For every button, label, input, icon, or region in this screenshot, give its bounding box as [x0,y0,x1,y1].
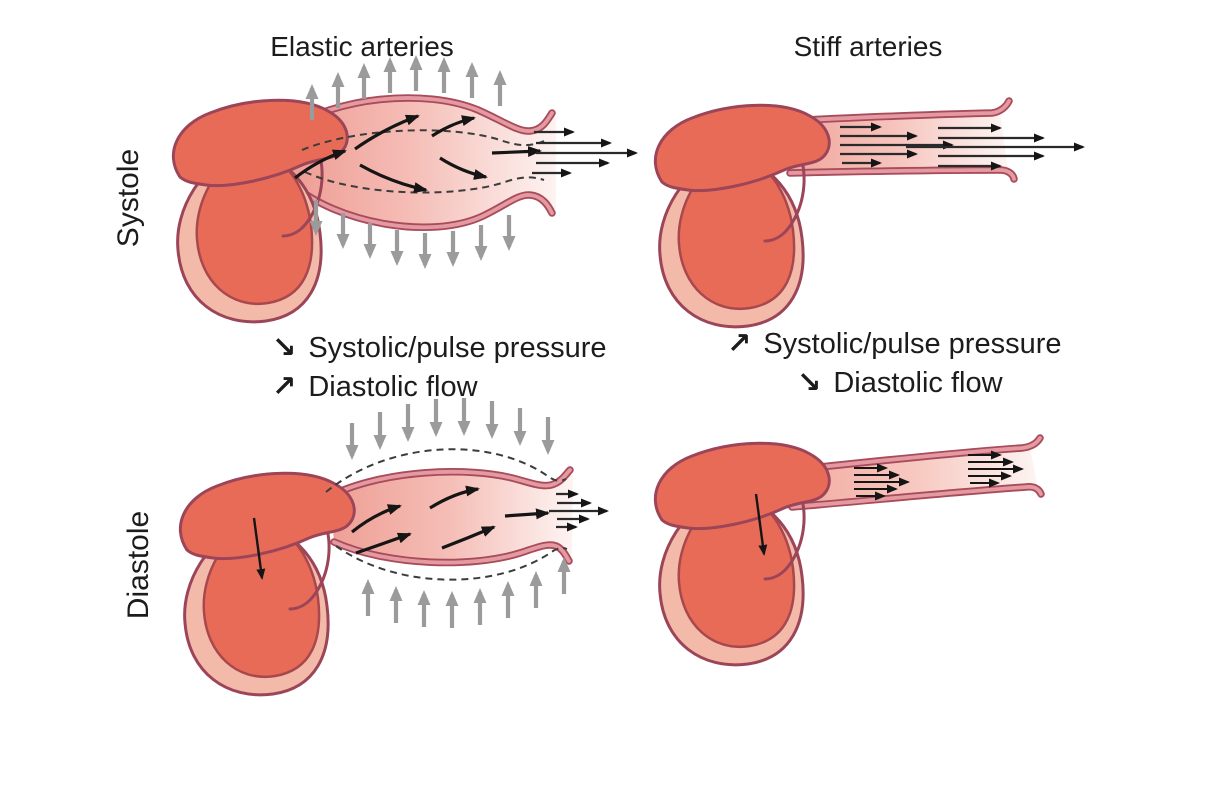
resting-caliber-dashed-line-top [301,129,545,151]
artery-lumen [288,97,556,228]
column-title-elastic: Elastic arteries [270,31,454,62]
annotation-stiff: ↗ Systolic/pulse pressure ↘ Diastolic flow [727,328,1062,399]
wall-expansion-arrows-bottom [309,200,516,269]
artery-wall-top [328,468,572,498]
annotation-elastic-systolic: ↘ Systolic/pulse pressure [272,332,607,364]
heart-illustration [178,471,356,697]
blood-flow-arrow [439,156,488,180]
artery-wall-top [286,96,554,133]
blood-flow-arrow [504,508,550,520]
blood-flow-arrow [429,485,480,510]
panel-systole-elastic [171,55,638,324]
artery-wall-bottom [788,168,1016,181]
wall-expansion-arrows-top [305,55,507,120]
panel-diastole-elastic [178,398,609,697]
outflow-velocity-arrows [549,489,609,532]
annotation-text: Diastolic flow [308,371,478,403]
artery-wall-bottom [290,182,554,230]
blood-flow-arrow [350,504,402,534]
flow-pulse-cluster-proximal [854,463,910,501]
blood-flow-arrow [491,146,542,157]
wall-recoil-arrows-bottom [361,557,571,628]
heart-illustration [653,103,831,329]
ventricular-filling-arrow [754,493,768,556]
heart-illustration [171,98,349,324]
blood-flow-arrows [350,485,550,555]
artery-wall-bottom [790,484,1043,509]
blood-flow-arrow [359,163,428,193]
annotation-text: Diastolic flow [833,367,1003,399]
down-right-arrow-glyph: ↘ [272,332,296,364]
annotation-stiff-systolic: ↗ Systolic/pulse pressure [727,328,1062,360]
blood-flow-arrows [294,114,542,193]
blood-flow-arrow [354,114,420,151]
annotation-stiff-diastolic: ↘ Diastolic flow [797,367,1004,399]
distended-caliber-dashed-line-top [325,448,567,493]
column-title-stiff: Stiff arteries [794,31,943,62]
annotation-elastic-diastolic: ↗ Diastolic flow [272,371,479,403]
up-right-arrow-glyph: ↗ [727,328,751,360]
up-right-arrow-glyph: ↗ [272,371,296,403]
blood-flow-arrow [441,525,496,550]
wall-recoil-arrows-top [345,398,555,460]
panel-diastole-stiff [653,434,1045,667]
panel-systole-stiff [653,97,1085,329]
row-label-systole: Systole [112,149,145,247]
artery-wall-bottom [332,540,571,565]
distended-caliber-dashed-line-bottom [335,545,568,581]
artery-wall-top [786,99,1011,123]
down-right-arrow-glyph: ↘ [797,367,821,399]
resting-caliber-dashed-line-bottom [304,171,545,194]
outflow-velocity-arrows [532,127,638,178]
flow-pulse-cluster-distal [968,450,1024,488]
blood-flow-arrows [840,122,954,168]
blood-flow-arrow [294,149,347,180]
annotation-elastic: ↘ Systolic/pulse pressure ↗ Diastolic flow [272,332,607,403]
heart-illustration [653,441,831,667]
row-label-diastole: Diastole [122,511,155,619]
artery-wall-top [788,436,1042,472]
annotation-text: Systolic/pulse pressure [308,332,606,364]
annotation-text: Systolic/pulse pressure [763,328,1061,360]
ventricular-filling-arrow [252,517,266,580]
blood-flow-arrow [431,115,476,138]
blood-flow-arrow [355,532,412,555]
outflow-velocity-arrows [906,123,1085,171]
